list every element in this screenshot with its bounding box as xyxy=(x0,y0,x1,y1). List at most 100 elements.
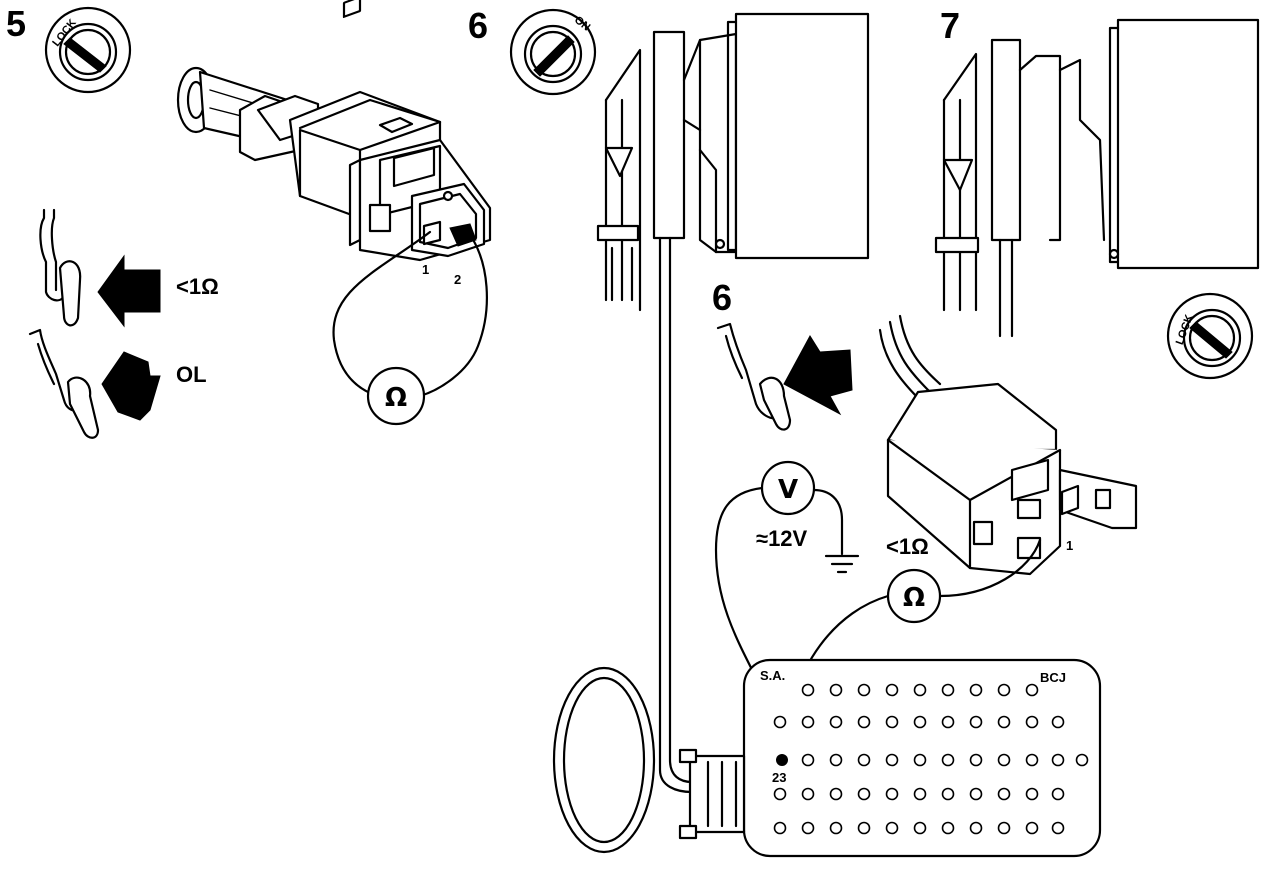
connector-pin-1-label: 1 xyxy=(1066,538,1073,553)
bcj-terminal-hole xyxy=(913,753,927,767)
bcj-board: S.A. BCJ 23 xyxy=(678,658,1102,858)
bcj-terminal-hole xyxy=(941,821,955,835)
arrow-pressed-icon xyxy=(97,254,161,328)
bcj-terminal-hole xyxy=(969,683,983,697)
bcj-terminal-hole xyxy=(941,787,955,801)
bcj-terminal-hole xyxy=(885,683,899,697)
ohmmeter-step5-icon: Ω xyxy=(366,366,426,426)
bcj-terminal-hole xyxy=(1025,787,1039,801)
step-5-number: 5 xyxy=(6,3,26,44)
voltmeter-ground-lead xyxy=(812,488,844,556)
cable-loop-inner xyxy=(562,676,646,844)
step-7-panel: 7 LOCK xyxy=(934,5,1260,380)
ohmmeter-lead-2 xyxy=(418,230,488,398)
bcj-terminal-hole xyxy=(801,683,815,697)
step-6-number: 6 xyxy=(468,5,488,46)
bcj-terminal-hole xyxy=(857,821,871,835)
ohmmeter-step6-icon: Ω xyxy=(886,568,942,624)
voltage-reading-label: ≈12V xyxy=(756,526,808,551)
bcj-terminal-hole xyxy=(885,715,899,729)
bcj-terminal-hole xyxy=(801,821,815,835)
bcj-terminal-hole xyxy=(857,683,871,697)
bcj-terminal-hole xyxy=(857,715,871,729)
switch-pin-2-label: 2 xyxy=(454,272,461,287)
cable-loop xyxy=(552,666,656,854)
pedal-switch-connector: 1 xyxy=(878,314,1138,576)
pedal-pressed-icon xyxy=(39,208,82,327)
bcj-terminal-holes xyxy=(773,683,1089,835)
bcj-terminal-hole xyxy=(1025,821,1039,835)
bcj-terminal-hole xyxy=(969,787,983,801)
bcj-terminal-hole xyxy=(997,787,1011,801)
bcj-terminal-hole xyxy=(913,787,927,801)
bcj-terminal-hole xyxy=(941,715,955,729)
bcj-terminal-hole xyxy=(969,821,983,835)
ignition-key-lock-icon: LOCK xyxy=(44,6,132,94)
step-5-panel: 5 LOCK xyxy=(6,0,492,439)
bcj-terminal-23 xyxy=(776,754,788,766)
bcj-terminal-hole xyxy=(1025,753,1039,767)
bcj-terminal-23-label: 23 xyxy=(772,770,786,785)
bcj-terminal-hole xyxy=(829,821,843,835)
bcj-terminal-hole xyxy=(969,715,983,729)
bcj-terminal-hole xyxy=(1051,787,1065,801)
bcj-left-label: S.A. xyxy=(760,668,785,683)
bcj-terminal-hole xyxy=(997,683,1011,697)
bcj-terminal-hole xyxy=(1075,753,1089,767)
ohmmeter-step5-symbol: Ω xyxy=(385,383,407,413)
bcj-terminal-hole xyxy=(801,715,815,729)
resistance-reading-label: <1Ω xyxy=(886,534,929,559)
bcj-terminal-hole xyxy=(997,753,1011,767)
ignition-key-lock-step7-icon: LOCK xyxy=(1166,292,1254,380)
bcj-terminal-hole xyxy=(1051,753,1065,767)
bcj-terminal-hole xyxy=(1025,715,1039,729)
pedal-bracket-assembly-step6 xyxy=(596,12,870,312)
bcj-terminal-hole xyxy=(913,715,927,729)
bcj-terminal-hole xyxy=(829,787,843,801)
bcj-harness-plug xyxy=(678,748,746,840)
switch-pin-1-label: 1 xyxy=(422,262,429,277)
bcj-terminal-hole xyxy=(829,753,843,767)
ohmmeter-lead-1 xyxy=(332,230,432,396)
bcj-terminal-hole xyxy=(885,787,899,801)
arrow-step6-icon xyxy=(783,335,853,416)
bcj-terminal-hole xyxy=(1051,715,1065,729)
brake-light-switch: 1 2 xyxy=(176,0,492,287)
bcj-terminal-hole xyxy=(829,715,843,729)
bcj-terminal-hole xyxy=(885,821,899,835)
bcj-terminal-hole xyxy=(969,753,983,767)
ignition-key-on-icon: ON xyxy=(509,8,597,96)
ohmmeter-step6-symbol: Ω xyxy=(903,583,925,613)
step-6b-number: 6 xyxy=(712,277,732,318)
cable-to-bcj xyxy=(658,236,694,794)
bcj-terminal-hole xyxy=(773,715,787,729)
bcj-terminal-hole xyxy=(885,753,899,767)
bcj-terminal-hole xyxy=(941,683,955,697)
step-6-panel: 6 ON 6 xyxy=(468,5,1138,854)
voltmeter-icon: V xyxy=(760,460,816,516)
ohmmeter-connector-lead xyxy=(938,538,1042,598)
bcj-terminal-hole xyxy=(773,821,787,835)
ground-icon xyxy=(824,554,860,574)
bcj-terminal-hole xyxy=(997,715,1011,729)
bcj-terminal-hole xyxy=(1025,683,1039,697)
pedal-step6-icon xyxy=(716,322,792,431)
arrow-released-icon xyxy=(101,351,161,421)
voltmeter-symbol: V xyxy=(778,475,798,505)
pressed-result-label: <1Ω xyxy=(176,274,219,299)
bcj-terminal-hole xyxy=(857,787,871,801)
bcj-terminal-hole xyxy=(857,753,871,767)
bcj-terminal-hole xyxy=(1051,821,1065,835)
released-result-label: OL xyxy=(176,362,207,387)
pedal-bracket-assembly-step7 xyxy=(934,18,1260,338)
cable-to-bcj-inner xyxy=(668,236,694,784)
bcj-terminal-hole xyxy=(997,821,1011,835)
bcj-terminal-hole xyxy=(913,683,927,697)
pedal-released-icon xyxy=(28,328,100,439)
bcj-terminal-hole xyxy=(941,753,955,767)
bcj-terminal-hole xyxy=(801,787,815,801)
bcj-terminal-hole xyxy=(773,787,787,801)
bcj-terminal-hole xyxy=(829,683,843,697)
bcj-terminal-hole xyxy=(801,753,815,767)
